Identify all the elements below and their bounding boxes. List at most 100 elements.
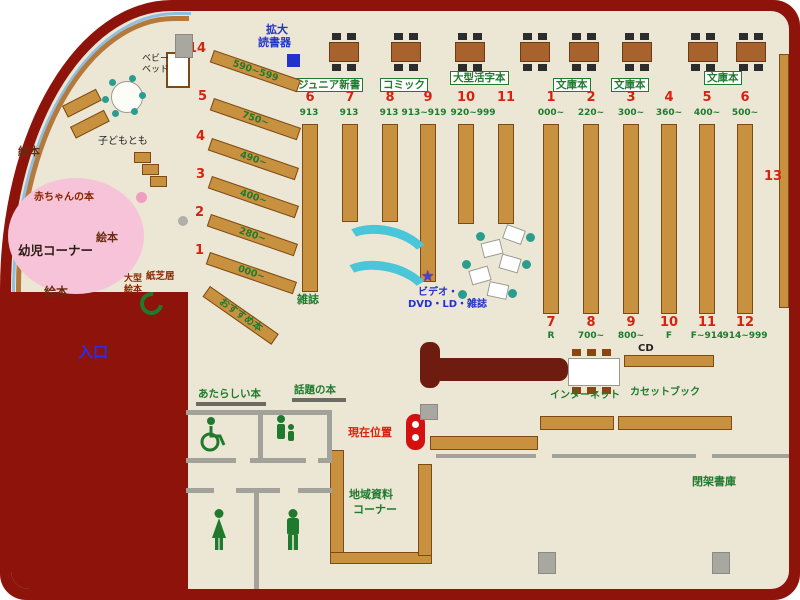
shelf-number: 5 [198, 89, 208, 104]
wall-shelf-number: 13 [764, 169, 783, 184]
reading-table [736, 33, 766, 71]
topic-books-label: 話題の本 [294, 384, 336, 396]
gray-stool [178, 216, 188, 226]
video-label-1: ビデオ・ [418, 287, 458, 298]
table-top [329, 42, 359, 62]
stack-number: 10 [659, 315, 679, 330]
shelf-number: 4 [196, 129, 206, 144]
stack-number: 11 [496, 90, 516, 105]
toddler-corner-label: 幼児コーナー [18, 243, 94, 258]
stack-range: R [547, 331, 555, 341]
chair [572, 33, 581, 40]
chair [587, 64, 596, 71]
stack-number: 4 [664, 90, 674, 105]
chair [640, 64, 649, 71]
book-stack [382, 124, 398, 222]
star-icon: ★ [421, 267, 435, 285]
section-label-comic: コミック [380, 78, 428, 93]
chair [458, 33, 467, 40]
magnifier-label-1: 拡大 [266, 23, 288, 36]
chair [409, 64, 418, 71]
stack-number: 10 [456, 90, 476, 105]
cassette-shelf [540, 416, 614, 430]
stack-number: 6 [740, 90, 750, 105]
stack-number: 12 [735, 315, 755, 330]
section-label-large-print: 大型活字本 [450, 71, 509, 86]
chair [587, 387, 596, 394]
stool [526, 233, 535, 242]
chair [754, 64, 763, 71]
chair [739, 64, 748, 71]
ehon-label: 絵本 [44, 285, 69, 299]
wall [436, 454, 536, 458]
kamishibai-label: 紙芝居 [146, 271, 175, 282]
stack-number: 3 [626, 90, 636, 105]
stack-range: F~914 [690, 331, 724, 341]
stack-range: 913 [379, 108, 399, 118]
stack-number: 9 [626, 315, 636, 330]
stool [102, 96, 109, 103]
entrance-area [11, 292, 188, 589]
cd-shelf [624, 355, 714, 367]
book-stack [543, 124, 559, 314]
closed-stacks-label: 閉架書庫 [692, 475, 736, 488]
stack-range: 914~999 [722, 331, 768, 341]
chair [332, 64, 341, 71]
table-top [569, 42, 599, 62]
entrance-label: 入口 [78, 343, 109, 361]
stack-range: 000~ [537, 108, 565, 118]
chair [706, 64, 715, 71]
book-stack [583, 124, 599, 314]
service-counter [430, 358, 568, 381]
local-label-2: コーナー [353, 503, 397, 516]
cassette-label: カセットブック [630, 387, 700, 398]
book-stack [458, 124, 474, 224]
chair [572, 387, 581, 394]
stack-range: 300~ [617, 108, 645, 118]
stool [476, 232, 485, 241]
section-label-bunko-1: 文庫本 [553, 78, 591, 93]
stack-range: 220~ [577, 108, 605, 118]
topic-books-shelf [292, 398, 346, 402]
ehon-label: 絵本 [18, 145, 40, 158]
chair [587, 349, 596, 356]
chair [602, 387, 611, 394]
woman-toilet-icon [208, 508, 230, 554]
pink-stool [136, 192, 147, 203]
baby-bed-label-1: ベビー [142, 54, 170, 64]
chair [691, 33, 700, 40]
step-shelf [142, 164, 159, 175]
current-location-marker [406, 414, 425, 450]
large-ehon-label-2: 絵本 [124, 285, 143, 295]
wall [318, 458, 332, 463]
reading-table [622, 33, 652, 71]
large-ehon-label-1: 大型 [124, 274, 143, 284]
stack-range: 913 [299, 108, 319, 118]
cd-label: CD [638, 343, 654, 354]
stool [462, 260, 471, 269]
step-shelf [150, 176, 167, 187]
section-label-bunko-3: 文庫本 [704, 71, 742, 86]
table-top [736, 42, 766, 62]
chair [394, 64, 403, 71]
baby-books-label: 赤ちゃんの本 [34, 192, 94, 203]
man-toilet-icon [282, 508, 304, 554]
wall [250, 458, 306, 463]
video-label-2: DVD・LD・雑誌 [408, 299, 488, 310]
chair [640, 33, 649, 40]
stack-range: 500~ [731, 108, 759, 118]
pillar [712, 552, 730, 574]
chair [706, 33, 715, 40]
chair [691, 64, 700, 71]
stool [522, 260, 531, 269]
stack-range: 913~919 [401, 108, 447, 118]
local-shelf [330, 450, 344, 564]
stack-range: 700~ [577, 331, 605, 341]
stool [131, 108, 138, 115]
new-books-shelf [196, 402, 266, 406]
stool [508, 289, 517, 298]
stool [139, 92, 146, 99]
stack-range: 360~ [655, 108, 683, 118]
wall [552, 454, 696, 458]
